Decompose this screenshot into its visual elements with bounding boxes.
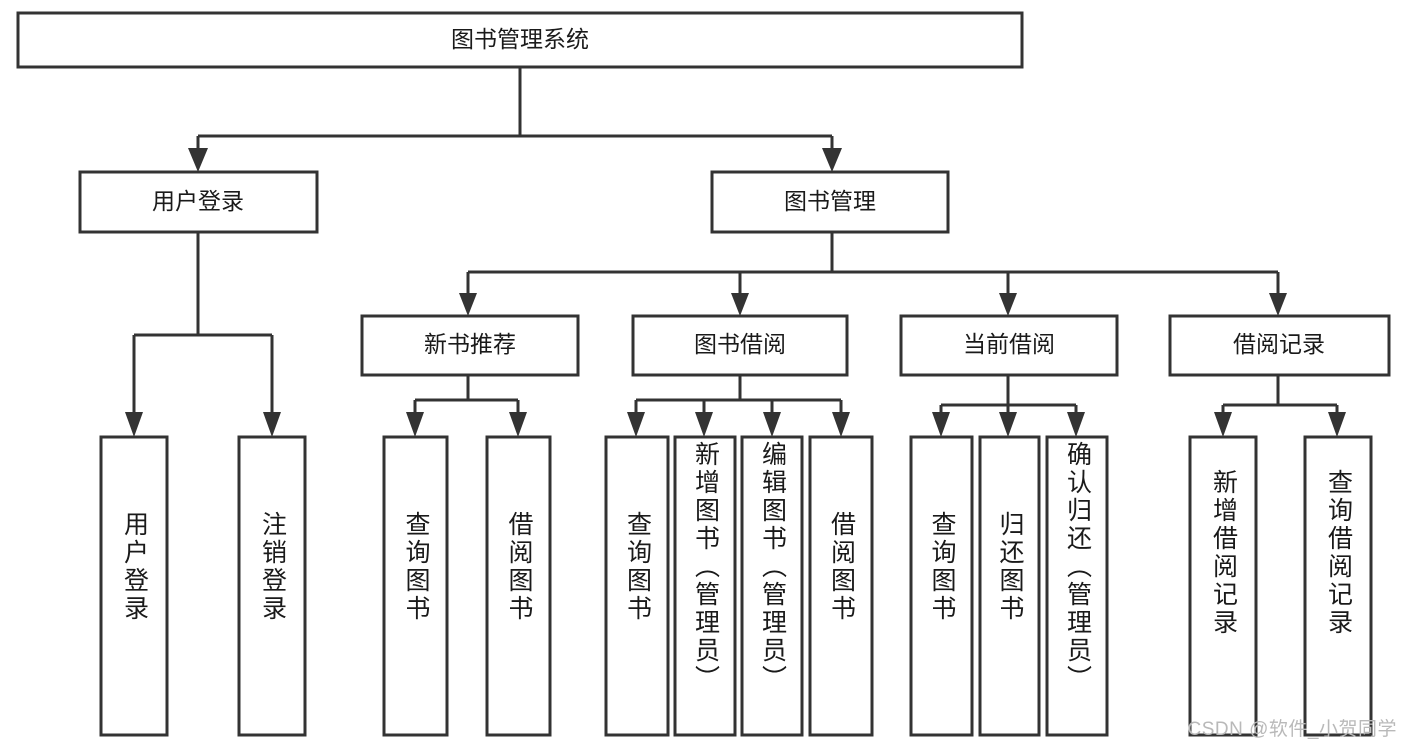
leaf-box-user-login[interactable] (99, 435, 169, 737)
node-user-login[interactable]: 用户登录 (78, 170, 319, 234)
node-user-login-label: 用户登录 (152, 188, 244, 214)
leaf-box-borrow-book[interactable] (808, 435, 874, 737)
leaf-box-query-book-borrow[interactable] (604, 435, 670, 737)
connector-userlogin-to-leaves (125, 232, 281, 437)
connector-borrowrecord-to-leaves (1214, 375, 1346, 437)
node-root-label: 图书管理系统 (451, 26, 589, 52)
leaf-box-edit-book-admin[interactable] (740, 435, 804, 737)
connector-root-to-level2 (188, 67, 842, 172)
leaf-box-borrow-book-rec[interactable] (485, 435, 552, 737)
leaf-box-return-book[interactable] (978, 435, 1041, 737)
node-book-management[interactable]: 图书管理 (710, 170, 950, 234)
connector-newbook-to-leaves (406, 375, 527, 437)
connector-currentborrow-to-leaves (932, 375, 1085, 437)
leaf-box-query-book-current[interactable] (909, 435, 974, 737)
node-new-book-recommend-label: 新书推荐 (424, 331, 516, 357)
connector-bookborrow-to-leaves (627, 375, 850, 437)
leaf-box-confirm-return-admin[interactable] (1045, 435, 1109, 737)
node-book-borrow[interactable]: 图书借阅 (631, 314, 849, 377)
leaf-box-query-book-rec[interactable] (382, 435, 449, 737)
node-borrow-record-label: 借阅记录 (1233, 331, 1325, 357)
node-borrow-record[interactable]: 借阅记录 (1168, 314, 1391, 377)
node-book-borrow-label: 图书借阅 (694, 331, 786, 357)
leaf-box-add-book-admin[interactable] (673, 435, 737, 737)
node-new-book-recommend[interactable]: 新书推荐 (360, 314, 580, 377)
node-current-borrow-label: 当前借阅 (963, 331, 1055, 357)
connector-bookmgmt-to-level3 (459, 232, 1287, 316)
node-root[interactable]: 图书管理系统 (16, 11, 1024, 69)
leaf-box-logout[interactable] (237, 435, 307, 737)
node-book-management-label: 图书管理 (784, 188, 876, 214)
node-current-borrow[interactable]: 当前借阅 (899, 314, 1119, 377)
watermark: CSDN @软件_小贺同学 (1187, 719, 1397, 740)
leaf-box-query-borrow-record[interactable] (1303, 435, 1373, 737)
leaf-box-add-borrow-record[interactable] (1188, 435, 1258, 737)
